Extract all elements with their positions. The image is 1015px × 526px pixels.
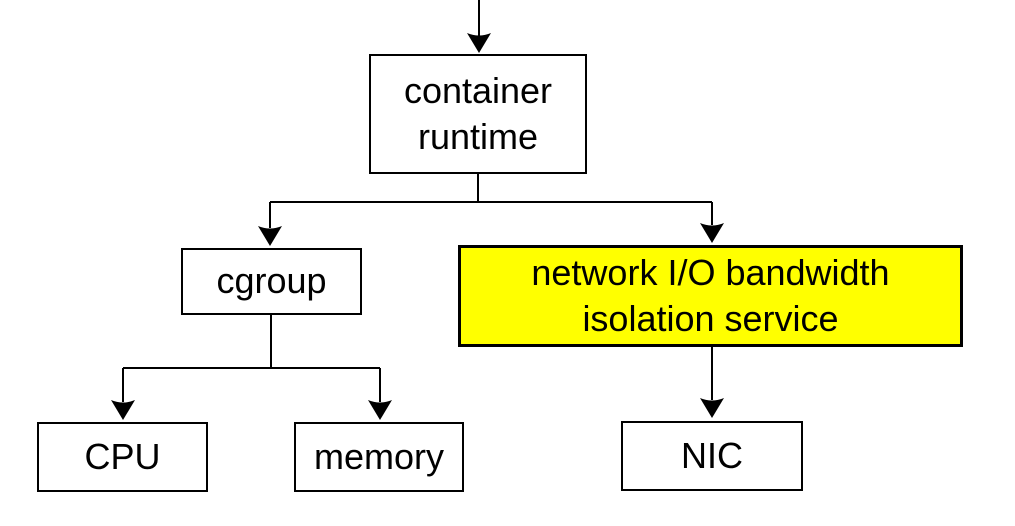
edge-cgroup-branch xyxy=(111,314,392,420)
arrowhead-icon xyxy=(700,398,724,418)
node-memory-label: memory xyxy=(313,435,444,477)
arrowhead-icon xyxy=(467,33,491,53)
node-network-isolation-service: network I/O bandwidth isolation service xyxy=(458,245,963,347)
node-cpu-label: CPU xyxy=(84,435,161,477)
edge-top-to-container-runtime xyxy=(467,0,491,53)
node-nic-label: NIC xyxy=(681,434,743,476)
arrowhead-icon xyxy=(111,400,135,420)
arrowhead-icon xyxy=(700,223,724,243)
node-network-isolation-service-label: network I/O bandwidth isolation service xyxy=(531,251,890,339)
node-container-runtime-label: container runtime xyxy=(403,69,553,157)
node-cpu: CPU xyxy=(37,422,208,492)
arrowhead-icon xyxy=(368,400,392,420)
node-cgroup-label: cgroup xyxy=(216,260,327,302)
node-memory: memory xyxy=(294,422,464,492)
node-container-runtime: container runtime xyxy=(369,54,587,174)
node-cgroup: cgroup xyxy=(181,248,362,315)
edge-service-to-nic xyxy=(700,347,724,418)
edge-container-runtime-branch xyxy=(258,174,724,246)
arrowhead-icon xyxy=(258,226,282,246)
node-nic: NIC xyxy=(621,421,803,491)
